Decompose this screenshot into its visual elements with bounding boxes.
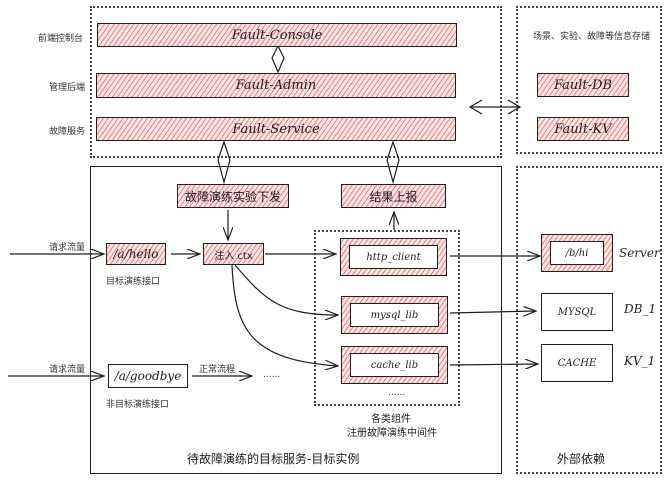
component-cache-lib[interactable]: cache_lib: [341, 346, 448, 384]
target-service-group: [90, 166, 502, 474]
external-server-label: Server: [619, 246, 660, 260]
row-label-admin: 管理后端: [49, 83, 86, 93]
non-target-endpoint-caption: 非目标演练接口: [106, 400, 170, 410]
storage-title: 场景、实验、故障等信息存储: [533, 32, 651, 42]
fault-kv-box[interactable]: Fault-KV: [537, 117, 629, 141]
components-ellipsis: ......: [388, 388, 406, 398]
external-deps-title: 外部依赖: [557, 452, 606, 466]
components-group: [314, 230, 460, 406]
endpoint-hello[interactable]: /a/hello: [106, 243, 166, 265]
request-traffic-label-1: 请求流量: [49, 243, 86, 253]
external-db-label: DB_1: [624, 302, 657, 316]
storage-group: [516, 6, 662, 154]
external-deps-group: [516, 166, 662, 474]
external-server-endpoint: /b/hi: [550, 241, 604, 265]
endpoint-goodbye[interactable]: /a/goodbye: [108, 364, 188, 388]
external-kv-label: KV_1: [624, 354, 656, 368]
external-server-box[interactable]: /b/hi: [541, 234, 613, 272]
fault-console-box[interactable]: Fault-Console: [97, 23, 457, 47]
arrow-inject-mysql: [234, 264, 338, 315]
normal-flow-ellipsis: ......: [263, 370, 281, 380]
component-http-client[interactable]: http_client: [340, 238, 447, 276]
arrow-mysql-db: [449, 311, 536, 313]
fault-service-box[interactable]: Fault-Service: [96, 117, 456, 141]
external-mysql-box[interactable]: MYSQL: [541, 293, 613, 331]
arrow-service-dispatch: [217, 140, 231, 185]
fault-admin-box[interactable]: Fault-Admin: [96, 73, 456, 98]
result-report-box[interactable]: 结果上报: [341, 184, 446, 208]
arrow-cache-kv: [449, 364, 538, 365]
component-cache-lib-label: cache_lib: [350, 353, 439, 377]
experiment-dispatch-box[interactable]: 故障演练实验下发: [177, 184, 289, 208]
arrow-inject-cache: [231, 264, 338, 366]
control-plane-group: [90, 6, 502, 158]
request-traffic-label-2: 请求流量: [49, 365, 86, 375]
component-mysql-lib-label: mysql_lib: [350, 303, 439, 327]
component-mysql-lib[interactable]: mysql_lib: [341, 296, 448, 334]
row-label-frontend: 前端控制台: [38, 34, 84, 44]
inject-ctx-box[interactable]: 注入 ctx: [203, 243, 264, 265]
arrow-console-admin: [271, 44, 285, 74]
components-caption-2: 注册故障演练中间件: [347, 428, 437, 439]
fault-db-box[interactable]: Fault-DB: [537, 73, 629, 97]
target-endpoint-caption: 目标演练接口: [106, 277, 161, 287]
target-service-title: 待故障演练的目标服务-目标实例: [187, 452, 360, 466]
row-label-service: 故障服务: [49, 127, 86, 137]
component-http-client-label: http_client: [349, 245, 438, 269]
external-cache-box[interactable]: CACHE: [541, 344, 613, 382]
components-caption-1: 各类组件: [371, 414, 411, 425]
normal-flow-label: 正常流程: [199, 365, 236, 375]
arrow-service-report: [386, 140, 400, 185]
